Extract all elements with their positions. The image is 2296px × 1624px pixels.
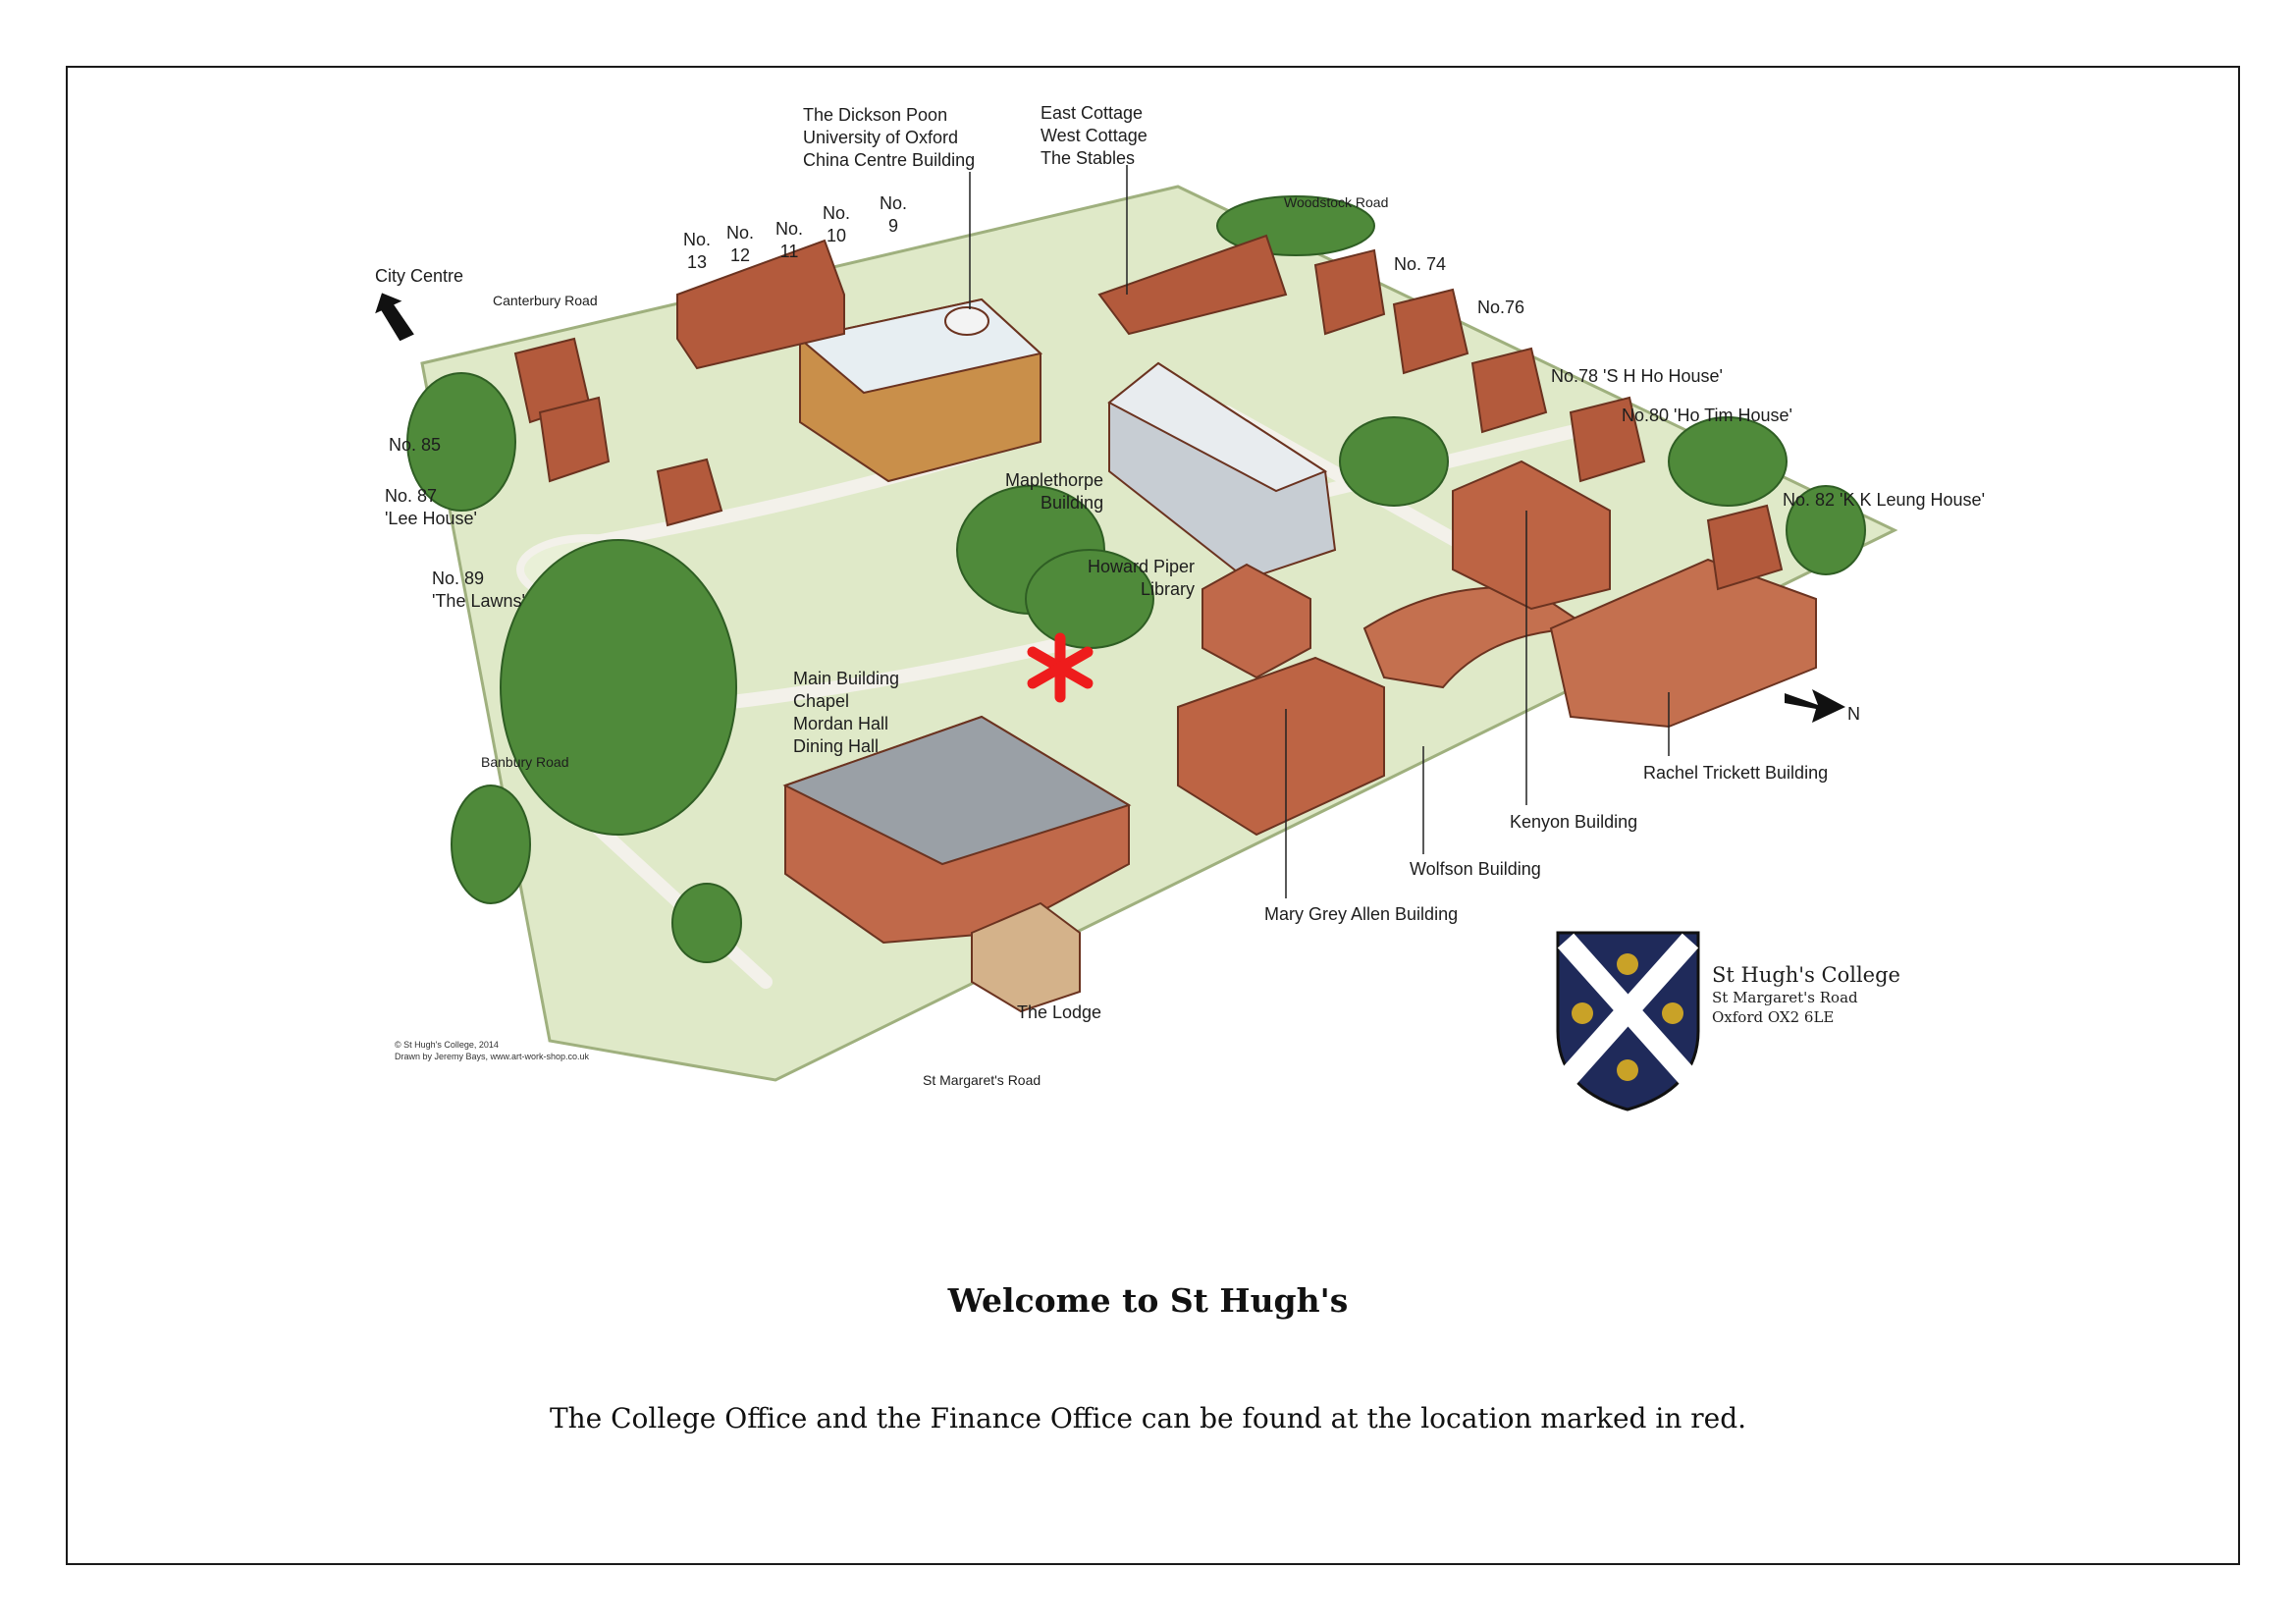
label-main-building: Main Building Chapel Mordan Hall Dining … bbox=[793, 669, 900, 756]
map-copyright: © St Hugh's College, 2014 Drawn by Jerem… bbox=[395, 1040, 590, 1061]
label-no9: No. 9 bbox=[880, 193, 908, 236]
building-howard-piper bbox=[1201, 563, 1311, 679]
label-no78: No.78 'S H Ho House' bbox=[1551, 366, 1723, 386]
office-marker-asterisk-icon bbox=[1027, 632, 1094, 703]
city-centre-arrow-icon bbox=[375, 293, 414, 342]
houses bbox=[513, 234, 1784, 591]
north-arrow-icon bbox=[1785, 689, 1845, 723]
label-no85: No. 85 bbox=[389, 435, 442, 455]
label-no11: No. 11 bbox=[775, 219, 804, 261]
building-kenyon bbox=[1452, 460, 1611, 611]
label-no87: No. 87 'Lee House' bbox=[385, 486, 477, 528]
label-banbury-road: Banbury Road bbox=[481, 754, 569, 770]
leader-lines bbox=[969, 165, 1670, 898]
college-name: St Hugh's College bbox=[1712, 963, 1900, 987]
label-lodge: The Lodge bbox=[1017, 1002, 1102, 1022]
label-mary-grey-allen: Mary Grey Allen Building bbox=[1264, 904, 1459, 924]
building-lodge bbox=[971, 901, 1081, 1013]
label-no76: No.76 bbox=[1477, 298, 1525, 317]
label-woodstock-road: Woodstock Road bbox=[1284, 194, 1389, 210]
college-address-block: St Hugh's College St Margaret's Road Oxf… bbox=[1712, 962, 1900, 1027]
label-canterbury-road: Canterbury Road bbox=[493, 293, 598, 308]
building-rachel-trickett bbox=[1549, 558, 1817, 729]
welcome-heading: Welcome to St Hugh's bbox=[947, 1281, 1349, 1320]
office-location-caption: The College Office and the Finance Offic… bbox=[549, 1402, 1747, 1435]
label-no82: No. 82 'K K Leung House' bbox=[1783, 490, 1986, 510]
building-mary-grey-allen bbox=[1177, 656, 1385, 837]
label-maplethorpe: Maplethorpe Building bbox=[1005, 470, 1104, 513]
label-no10: No. 10 bbox=[823, 203, 851, 245]
label-no13: No. 13 bbox=[683, 230, 712, 272]
label-no89: No. 89 'The Lawns' bbox=[432, 568, 525, 611]
address-line-2: Oxford OX2 6LE bbox=[1712, 1008, 1835, 1026]
label-howard-piper: Howard Piper Library bbox=[1088, 557, 1196, 599]
tree-masses bbox=[406, 195, 1866, 963]
label-no74: No. 74 bbox=[1394, 254, 1447, 274]
label-kenyon: Kenyon Building bbox=[1510, 812, 1638, 832]
college-crest-icon bbox=[1556, 931, 1700, 1111]
label-cottages: East Cottage West Cottage The Stables bbox=[1041, 103, 1148, 168]
label-north: N bbox=[1847, 704, 1860, 724]
address-line-1: St Margaret's Road bbox=[1712, 989, 1858, 1006]
label-china-centre: The Dickson Poon University of Oxford Ch… bbox=[803, 105, 976, 170]
label-wolfson: Wolfson Building bbox=[1410, 859, 1541, 879]
buildings bbox=[513, 234, 1817, 1013]
label-rachel-trickett: Rachel Trickett Building bbox=[1643, 763, 1829, 783]
label-no80: No.80 'Ho Tim House' bbox=[1622, 406, 1792, 425]
label-st-margarets-road: St Margaret's Road bbox=[923, 1072, 1041, 1088]
label-no12: No. 12 bbox=[726, 223, 755, 265]
label-city-centre: City Centre bbox=[375, 266, 464, 286]
page-frame bbox=[66, 66, 2240, 1565]
